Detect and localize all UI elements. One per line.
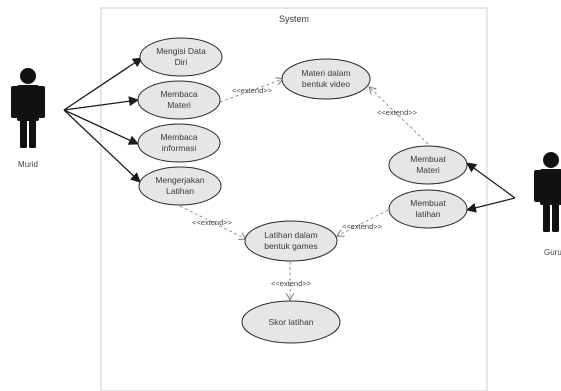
extend-label-video-materi: <<extend>>: [232, 86, 273, 95]
actor-guru[interactable]: Guru: [534, 152, 561, 257]
assoc-murid-mengerjakan-latihan: [63, 109, 141, 183]
uc-membuat-latihan-line1: Membuat: [410, 198, 446, 208]
extend-label-video-membuat: <<extend>>: [377, 108, 418, 117]
uc-membaca-informasi-line1: Membaca: [160, 132, 198, 142]
uc-materi-video-line1: Materi dalam: [301, 68, 350, 78]
use-case-membaca-informasi[interactable]: Membaca informasi: [137, 123, 221, 163]
actor-guru-label: Guru: [544, 248, 561, 257]
use-case-membuat-latihan[interactable]: Membuat latihan: [388, 189, 468, 229]
uc-membaca-materi-line2: Materi: [167, 100, 191, 110]
uc-membaca-informasi-line2: informasi: [162, 143, 197, 153]
use-case-mengerjakan-latihan[interactable]: Mengerjakan Latihan: [138, 166, 222, 206]
extend-line-games-membuat: [337, 209, 389, 236]
assoc-guru-membuat-latihan: [466, 197, 516, 213]
uc-materi-video-line2: bentuk video: [302, 79, 350, 89]
extend-label-games-membuat: <<extend>>: [342, 222, 383, 231]
uc-membuat-materi-line1: Membuat: [410, 154, 446, 164]
extend-line-video-membuat: [369, 87, 429, 145]
assoc-murid-membaca-informasi: [63, 109, 139, 145]
actor-murid-figure: [11, 68, 45, 148]
guru-associations: [466, 162, 516, 213]
actor-murid-label: Murid: [18, 160, 38, 169]
extend-relationships: <<extend>> <<extend>> <<extend>> <<exten…: [179, 79, 429, 300]
uc-membuat-materi-line2: Materi: [416, 165, 440, 175]
use-case-materi-video[interactable]: Materi dalam bentuk video: [281, 58, 371, 100]
use-case-mengisi-data-diri[interactable]: Mengisi Data Diri: [139, 37, 223, 77]
use-case-membuat-materi[interactable]: Membuat Materi: [388, 145, 468, 185]
uc-mengerjakan-latihan-line2: Latihan: [166, 186, 194, 196]
uc-membuat-latihan-line2: latihan: [415, 209, 440, 219]
extend-label-games-mengerjakan: <<extend>>: [192, 218, 233, 227]
uc-skor-latihan-line1: Skor latihan: [269, 317, 314, 327]
uc-mengisi-data-diri-line2: Diri: [175, 57, 188, 67]
assoc-guru-membuat-materi: [466, 162, 516, 199]
uc-mengerjakan-latihan-line1: Mengerjakan: [155, 175, 204, 185]
uc-membaca-materi-line1: Membaca: [160, 89, 198, 99]
actor-guru-figure: [534, 152, 561, 232]
extend-label-skor-games: <<extend>>: [271, 279, 312, 288]
use-case-membaca-materi[interactable]: Membaca Materi: [137, 80, 221, 120]
extend-line-games-mengerjakan: [179, 205, 246, 239]
use-case-latihan-games[interactable]: Latihan dalam bentuk games: [244, 220, 338, 262]
murid-associations: [63, 57, 143, 183]
assoc-murid-mengisi-data-diri: [63, 57, 143, 111]
uc-latihan-games-line2: bentuk games: [264, 241, 317, 251]
actor-murid[interactable]: Murid: [11, 68, 45, 169]
extend-line-video-materi: [219, 79, 283, 103]
uc-mengisi-data-diri-line1: Mengisi Data: [156, 46, 206, 56]
use-case-skor-latihan[interactable]: Skor latihan: [241, 300, 341, 344]
uc-latihan-games-line1: Latihan dalam: [264, 230, 317, 240]
system-title: System: [279, 14, 309, 24]
assoc-murid-membaca-materi: [63, 96, 139, 111]
